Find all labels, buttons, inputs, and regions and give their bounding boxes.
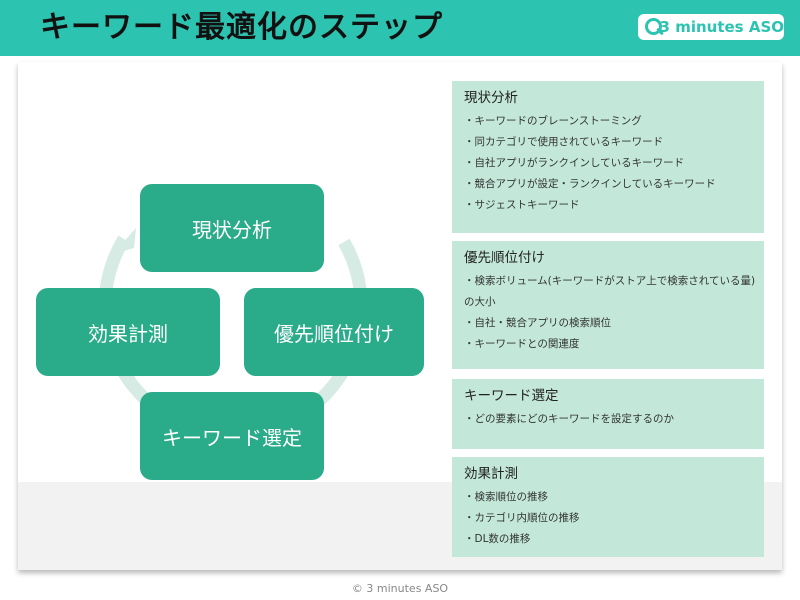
step-node-prioritize: 優先順位付け <box>244 288 424 376</box>
list-item: ・サジェストキーワード <box>464 199 580 211</box>
copyright-footer: © 3 minutes ASO <box>351 582 449 595</box>
list-item: ・どの要素にどのキーワードを設定するのか <box>464 413 674 425</box>
list-item: ・キーワードとの関連度 <box>464 338 580 350</box>
panel-title: 現状分析 <box>464 90 518 106</box>
panel-title: キーワード選定 <box>464 388 559 404</box>
step-node-measure: 効果計測 <box>36 288 220 376</box>
page-title: キーワード最適化のステップ <box>40 10 443 45</box>
panel-measure: 効果計測 ・検索順位の推移 ・カテゴリ内順位の推移 ・DL数の推移 <box>452 457 764 557</box>
panel-prioritize: 優先順位付け ・検索ボリューム(キーワードがストア上で検索されている量)の大小 … <box>452 241 764 369</box>
list-item: ・自社アプリがランクインしているキーワード <box>464 157 685 169</box>
list-item: ・検索ボリューム(キーワードがストア上で検索されている量)の大小 <box>464 275 756 308</box>
list-item: ・カテゴリ内順位の推移 <box>464 512 580 524</box>
panel-analysis: 現状分析 ・キーワードのブレーンストーミング ・同カテゴリで使用されているキーワ… <box>452 81 764 233</box>
header-bar: キーワード最適化のステップ 3 minutes ASO <box>0 0 800 56</box>
list-item: ・DL数の推移 <box>464 533 531 545</box>
magnifier-icon <box>644 17 664 37</box>
panel-title: 優先順位付け <box>464 250 545 266</box>
panel-select: キーワード選定 ・どの要素にどのキーワードを設定するのか <box>452 379 764 449</box>
slide-canvas: 現状分析 優先順位付け キーワード選定 効果計測 現状分析 ・キーワードのブレー… <box>18 62 782 570</box>
list-item: ・検索順位の推移 <box>464 491 548 503</box>
list-item: ・競合アプリが設定・ランクインしているキーワード <box>464 178 716 190</box>
logo-text: 3 minutes ASO <box>659 18 784 36</box>
step-node-analysis: 現状分析 <box>140 184 324 272</box>
brand-logo: 3 minutes ASO <box>638 14 784 40</box>
step-node-select: キーワード選定 <box>140 392 324 480</box>
cycle-arrowhead <box>113 228 136 254</box>
list-item: ・同カテゴリで使用されているキーワード <box>464 136 664 148</box>
list-item: ・キーワードのブレーンストーミング <box>464 115 642 127</box>
panel-title: 効果計測 <box>464 466 518 482</box>
list-item: ・自社・競合アプリの検索順位 <box>464 317 611 329</box>
